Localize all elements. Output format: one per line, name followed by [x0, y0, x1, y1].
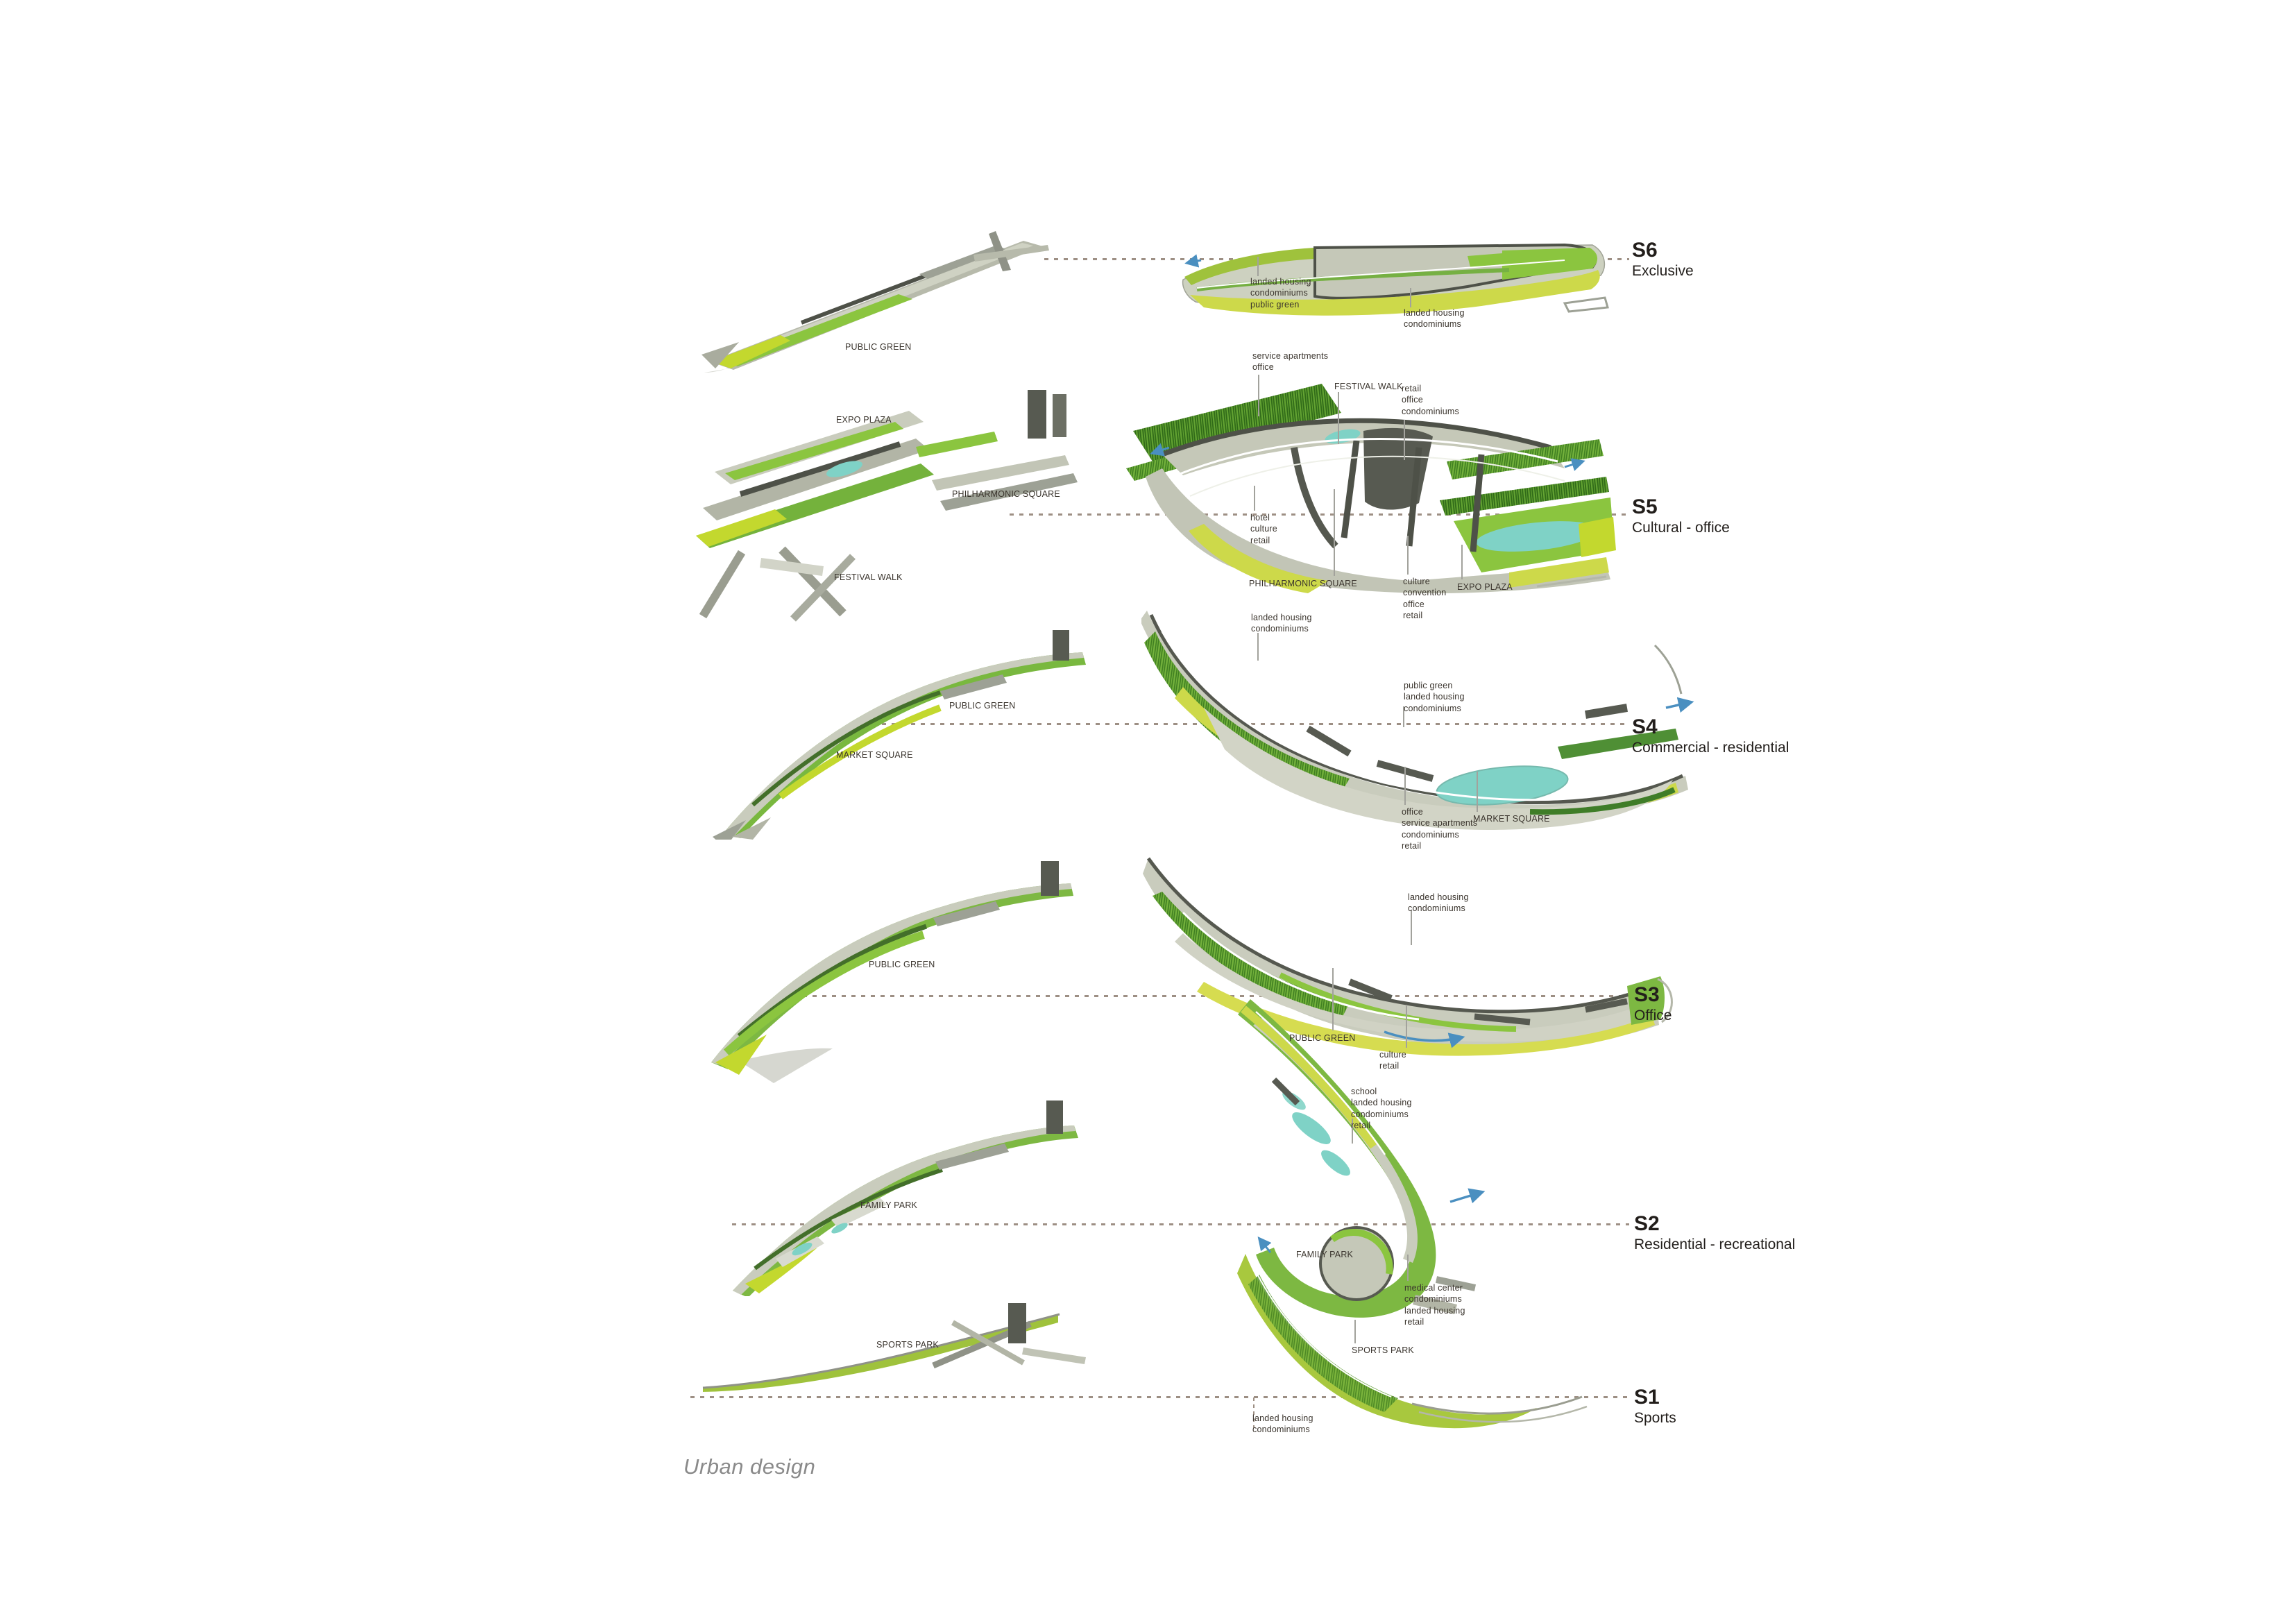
- s5-axon-label-festival-walk: FESTIVAL WALK: [834, 572, 903, 582]
- s1-annotation-landed-housing: landed housing condominiums: [1252, 1413, 1313, 1435]
- s3-annotation-landed-housing: landed housing condominiums: [1408, 892, 1469, 914]
- s2-annotation-family-park: FAMILY PARK: [1296, 1250, 1354, 1259]
- section-label-s6: S6 Exclusive: [1632, 239, 1694, 280]
- s6-axon-view-drawing: [701, 231, 1049, 373]
- s1-plan-drawing: [1237, 1236, 1588, 1429]
- s6-axon-label-public-green: PUBLIC GREEN: [845, 342, 912, 352]
- s5-annotation-festival-walk: FESTIVAL WALK: [1334, 382, 1403, 391]
- s5-annotation-expo-plaza: EXPO PLAZA: [1457, 582, 1513, 592]
- s5-axon-view-drawing: [696, 390, 1078, 622]
- s3-leader-b: [1332, 968, 1334, 1030]
- s6-leader-b: [1410, 288, 1411, 307]
- s5-leader-f: [1407, 536, 1409, 575]
- s5-axon-label-expo-plaza: EXPO PLAZA: [836, 415, 892, 425]
- s6-plan-drawing: [1182, 243, 1609, 316]
- section-label-s1: S1 Sports: [1634, 1386, 1676, 1427]
- section-code-s2: S2: [1634, 1212, 1660, 1235]
- s5-leader-d: [1254, 486, 1255, 511]
- s2-annotation-medical-center: medical center condominiums landed housi…: [1404, 1283, 1465, 1327]
- section-title-s5: Cultural - office: [1632, 519, 1730, 536]
- section-label-s5: S5 Cultural - office: [1632, 496, 1730, 537]
- s4-axon-label-market-square: MARKET SQUARE: [836, 750, 913, 760]
- s2-plan-drawing: [1238, 999, 1486, 1318]
- section-title-s4: Commercial - residential: [1632, 739, 1789, 756]
- section-label-s4: S4 Commercial - residential: [1632, 716, 1789, 757]
- s1-dashed-leader-line: [690, 1396, 1629, 1398]
- s6-annotation-landed-housing-public-green: landed housing condominiums public green: [1250, 277, 1311, 309]
- s5-dashed-leader-line: [1010, 513, 1629, 516]
- page-caption: Urban design: [683, 1454, 816, 1479]
- s5-leader-a: [1258, 375, 1259, 416]
- s5-plan-drawing: [1126, 384, 1616, 593]
- s4-axon-view-drawing: [713, 630, 1086, 840]
- section-code-s6: S6: [1632, 239, 1658, 262]
- s3-leader-a: [1411, 910, 1412, 945]
- s1-axon-label-sports-park: SPORTS PARK: [876, 1340, 939, 1350]
- s2-leader-a: [1352, 1119, 1353, 1144]
- s1-annotation-dashed-leader: [1253, 1397, 1255, 1428]
- section-title-s3: Office: [1634, 1007, 1672, 1023]
- s5-leader-b: [1338, 392, 1339, 444]
- s2-dashed-leader-line: [732, 1223, 1629, 1225]
- section-code-s1: S1: [1634, 1386, 1660, 1409]
- s1-annotation-sports-park: SPORTS PARK: [1352, 1345, 1414, 1355]
- s3-annotation-public-green: PUBLIC GREEN: [1289, 1033, 1356, 1043]
- s5-leader-c: [1404, 420, 1405, 460]
- s4-leader-c: [1404, 767, 1406, 805]
- s4-annotation-market-square: MARKET SQUARE: [1473, 814, 1550, 824]
- s5-leader-e: [1334, 489, 1335, 576]
- s3-axon-view-drawing: [711, 861, 1073, 1083]
- section-label-s3: S3 Office: [1634, 984, 1672, 1025]
- s2-axon-label-family-park: FAMILY PARK: [860, 1200, 918, 1210]
- s5-annotation-retail-office: retail office condominiums: [1402, 384, 1459, 416]
- s6-annotation-landed-housing: landed housing condominiums: [1404, 308, 1465, 330]
- s2-axon-view-drawing: [733, 1101, 1078, 1296]
- s4-axon-label-public-green: PUBLIC GREEN: [949, 701, 1016, 711]
- section-code-s4: S4: [1632, 715, 1658, 738]
- s4-annotation-landed-housing: landed housing condominiums: [1251, 613, 1312, 634]
- s4-leader-d: [1477, 772, 1478, 812]
- section-code-s5: S5: [1632, 495, 1658, 518]
- s3-plan-drawing: [1143, 857, 1673, 1056]
- s1-leader-a: [1354, 1320, 1356, 1343]
- s2-annotation-school-landed-housing: school landed housing condominiums retai…: [1351, 1087, 1412, 1130]
- section-title-s1: Sports: [1634, 1409, 1676, 1426]
- s2-leader-c: [1407, 1255, 1409, 1281]
- s3-axon-label-public-green: PUBLIC GREEN: [869, 960, 935, 969]
- section-title-s6: Exclusive: [1632, 262, 1694, 279]
- section-label-s2: S2 Residential - recreational: [1634, 1213, 1795, 1254]
- s5-axon-label-philharmonic-square: PHILHARMONIC SQUARE: [952, 489, 1060, 499]
- s5-leader-g: [1461, 545, 1463, 579]
- s5-annotation-hotel-culture: hotel culture retail: [1250, 513, 1277, 545]
- s4-annotation-office-service-apartments: office service apartments condominiums r…: [1402, 807, 1478, 851]
- s1-axon-view-drawing: [702, 1303, 1086, 1392]
- s5-annotation-service-apartments: service apartments office: [1252, 351, 1329, 373]
- s4-annotation-public-green: public green landed housing condominiums: [1404, 681, 1465, 713]
- s4-leader-a: [1257, 633, 1259, 661]
- s6-leader-a: [1257, 257, 1259, 276]
- s3-annotation-culture-retail: culture retail: [1379, 1050, 1406, 1071]
- section-title-s2: Residential - recreational: [1634, 1236, 1796, 1252]
- section-code-s3: S3: [1634, 983, 1660, 1006]
- s5-annotation-culture-convention: culture convention office retail: [1403, 577, 1447, 620]
- s5-annotation-philharmonic-square: PHILHARMONIC SQUARE: [1249, 579, 1357, 588]
- s4-plan-drawing: [1141, 611, 1694, 830]
- s3-leader-c: [1406, 1005, 1407, 1048]
- s4-leader-b: [1403, 706, 1404, 727]
